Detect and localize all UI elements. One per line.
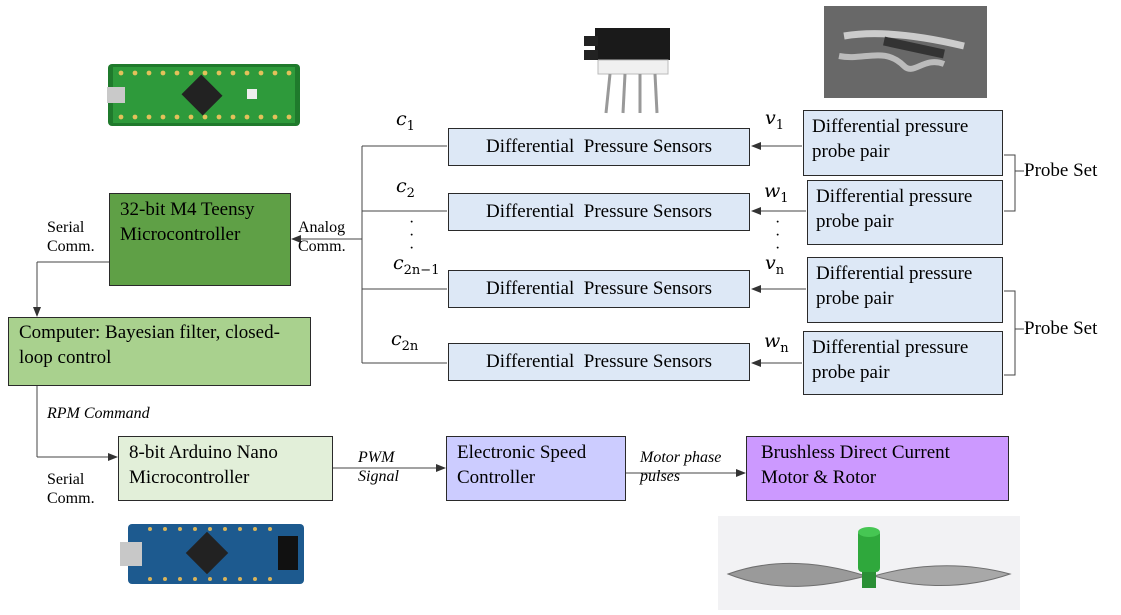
probe-label: Differential pressure probe pair	[812, 337, 969, 383]
probe-pair-box: Differential pressure probe pair	[803, 110, 1003, 176]
motor-box: Brushless Direct Current Motor & Rotor	[746, 436, 1009, 501]
pressure-sensor-box: Differential Pressure Sensors	[448, 128, 750, 166]
serial-comm-label: Serial Comm.	[47, 219, 95, 256]
motor-phase-label: Motor phase pulses	[640, 449, 722, 486]
probe-set-label: Probe Set	[1024, 160, 1098, 181]
channel-c-label: c2n−1	[393, 252, 440, 278]
arduino-label: 8-bit Arduino Nano Microcontroller	[129, 442, 278, 488]
channel-c-label: c2n	[391, 328, 419, 354]
ellipsis-dots: ···	[409, 214, 415, 257]
arduino-box: 8-bit Arduino Nano Microcontroller	[118, 436, 333, 501]
arduino-nano-image	[120, 520, 310, 593]
sensor-label: Differential Pressure Sensors	[485, 135, 712, 157]
channel-v-label: w1	[764, 180, 789, 206]
channel-c-label: c1	[396, 108, 415, 134]
probe-pair-box: Differential pressure probe pair	[807, 180, 1003, 245]
serial-comm-label: Serial Comm.	[47, 471, 95, 508]
motor-label: Brushless Direct Current Motor & Rotor	[761, 442, 950, 488]
esc-label: Electronic Speed Controller	[457, 442, 587, 488]
sensor-label: Differential Pressure Sensors	[485, 350, 712, 372]
computer-label: Computer: Bayesian filter, closed-loop c…	[19, 322, 280, 368]
probe-label: Differential pressure probe pair	[816, 263, 973, 309]
channel-v-label: wn	[764, 330, 789, 356]
channel-c-label: c2	[396, 175, 415, 201]
pressure-sensor-box: Differential Pressure Sensors	[448, 343, 750, 381]
probe-label: Differential pressure probe pair	[812, 116, 969, 162]
computer-box: Computer: Bayesian filter, closed-loop c…	[8, 317, 311, 386]
sensor-label: Differential Pressure Sensors	[485, 277, 712, 299]
channel-v-label: v1	[765, 107, 785, 133]
probe-photo-image	[824, 6, 987, 103]
ellipsis-dots: ···	[775, 214, 781, 257]
probe-label: Differential pressure probe pair	[816, 186, 973, 232]
pressure-sensor-box: Differential Pressure Sensors	[448, 193, 750, 231]
esc-box: Electronic Speed Controller	[446, 436, 626, 501]
analog-comm-label: Analog Comm.	[298, 219, 346, 256]
propeller-rotor-image	[718, 516, 1020, 615]
probe-pair-box: Differential pressure probe pair	[803, 331, 1003, 395]
sensor-label: Differential Pressure Sensors	[485, 200, 712, 222]
probe-pair-box: Differential pressure probe pair	[807, 257, 1003, 323]
teensy-label: 32-bit M4 Teensy Microcontroller	[120, 199, 255, 245]
rpm-command-label: RPM Command	[47, 405, 150, 422]
pressure-sensor-image	[580, 18, 690, 125]
probe-set-label: Probe Set	[1024, 318, 1098, 339]
pressure-sensor-box: Differential Pressure Sensors	[448, 270, 750, 308]
teensy-box: 32-bit M4 Teensy Microcontroller	[109, 193, 291, 286]
teensy-board-image	[107, 63, 301, 132]
pwm-signal-label: PWM Signal	[358, 449, 399, 486]
channel-v-label: vn	[765, 252, 785, 278]
